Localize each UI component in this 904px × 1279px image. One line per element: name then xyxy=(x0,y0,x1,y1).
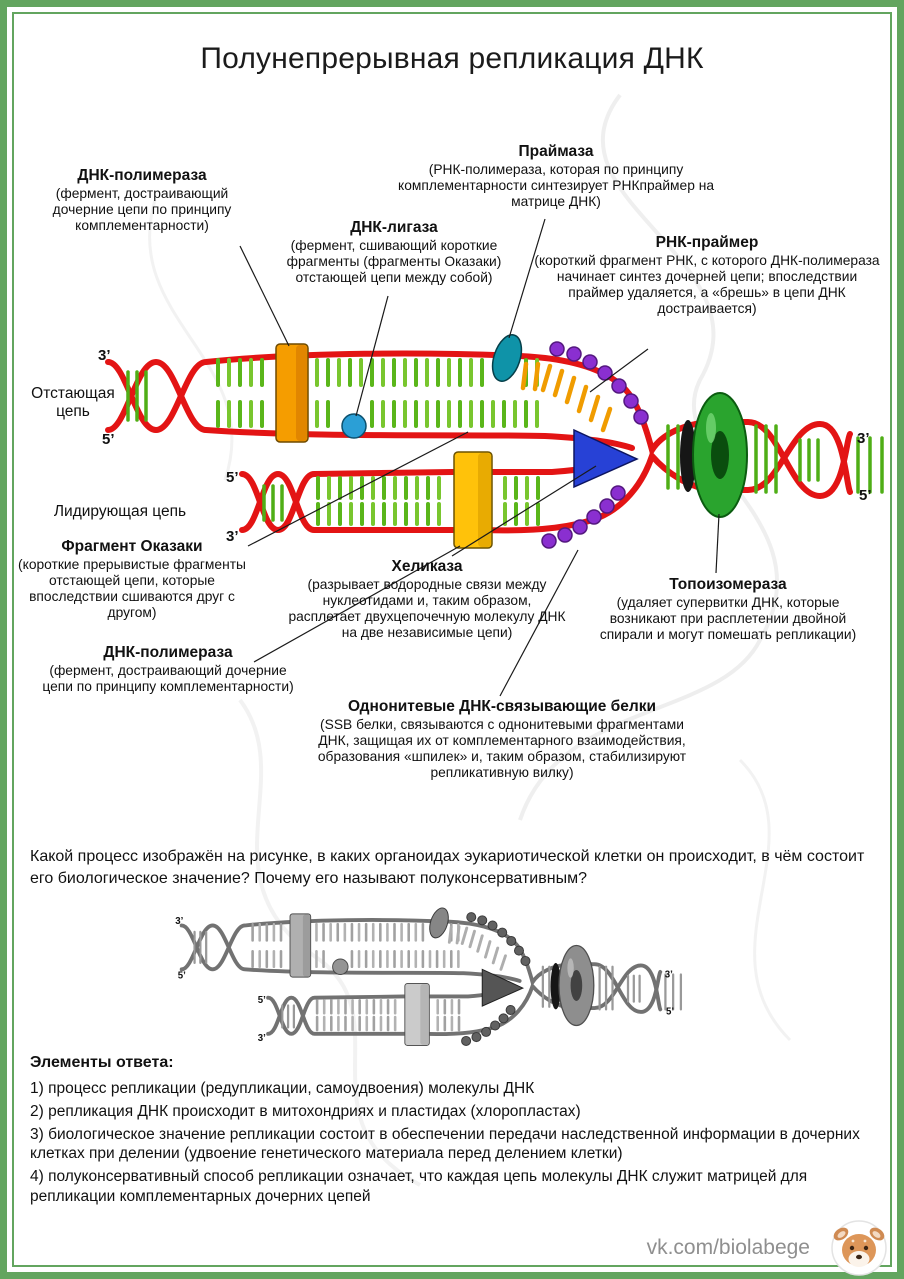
leader-helicase xyxy=(451,465,597,557)
label-dna-polymerase-top: ДНК-полимераза (фермент, достраивающий д… xyxy=(24,167,260,234)
label-okazaki-desc: (короткие прерывистые фрагменты отстающе… xyxy=(18,557,246,621)
label-primase-desc: (РНК-полимераза, которая по принципу ком… xyxy=(398,162,714,210)
strand-end-3-right: 3’ xyxy=(857,430,870,447)
label-okazaki-title: Фрагмент Оказаки xyxy=(61,538,203,555)
leading-template-strand xyxy=(239,420,853,534)
label-helicase-title: Хеликаза xyxy=(391,558,463,575)
watermark-text: vk.com/biolabege xyxy=(646,1236,810,1259)
strand-end-5-right: 5’ xyxy=(859,487,872,504)
ssb-proteins xyxy=(541,341,649,549)
label-dna-ligase-desc: (фермент, сшивающий короткие фрагменты (… xyxy=(286,238,502,286)
dna-ligase-shape xyxy=(341,413,367,439)
strand-end-5-top-left: 5’ xyxy=(102,431,115,448)
label-helicase: Хеликаза (разрывает водородные связи меж… xyxy=(286,558,568,642)
fawn-mascot-icon xyxy=(831,1220,887,1276)
base-pairs-layer xyxy=(126,358,884,526)
label-ssb: Однонитевые ДНК-связывающие белки (SSB б… xyxy=(314,698,690,782)
primase-shape xyxy=(491,334,523,382)
leader-primase xyxy=(508,218,546,339)
label-topoisomerase-title: Топоизомераза xyxy=(669,576,787,593)
label-ssb-desc: (SSB белки, связываются с однонитевыми ф… xyxy=(317,717,687,781)
replication-fork-diagram-grayscale xyxy=(173,903,683,1048)
answer-list: 1) процесс репликации (редупликации, сам… xyxy=(30,1079,880,1210)
label-dna-polymerase-bottom-desc: (фермент, достраивающий дочерние цепи по… xyxy=(42,663,294,695)
topoisomerase-hole xyxy=(711,431,729,479)
label-okazaki-fragment: Фрагмент Оказаки (короткие прерывистые ф… xyxy=(8,538,256,622)
answer-item-3: 3) биологическое значение репликации сос… xyxy=(30,1125,860,1163)
leader-dna-polymerase-top xyxy=(239,245,290,347)
label-topoisomerase-desc: (удаляет супервитки ДНК, которые возника… xyxy=(599,595,857,643)
label-topoisomerase: Топоизомераза (удаляет супервитки ДНК, к… xyxy=(586,576,870,643)
answer-item-2: 2) репликация ДНК происходит в митохондр… xyxy=(30,1102,581,1120)
leader-lines xyxy=(239,218,720,697)
label-leading-strand: Лидирующая цепь xyxy=(53,503,187,520)
lagging-new-strand xyxy=(105,358,635,451)
strand-end-5-bottom-left: 5’ xyxy=(226,469,239,486)
helicase-shape xyxy=(573,428,639,489)
dna-polymerase-top-shade xyxy=(296,345,307,441)
page-title: Полунепрерывная репликация ДНК xyxy=(200,42,704,75)
leader-rna-primer xyxy=(589,348,649,393)
label-rna-primer-desc: (короткий фрагмент РНК, с которого ДНК-п… xyxy=(534,253,880,317)
topoisomerase-highlight xyxy=(706,413,716,443)
label-rna-primer-title: РНК-праймер xyxy=(655,234,759,251)
label-helicase-desc: (разрывает водородные связи между нуклео… xyxy=(288,577,566,641)
strand-end-3-top-left: 3’ xyxy=(98,347,111,364)
lagging-template-strand xyxy=(105,350,853,500)
leader-okazaki xyxy=(247,431,469,547)
answer-item-4: 4) полуконсервативный способ репликации … xyxy=(30,1168,808,1206)
leader-dna-polymerase-bottom xyxy=(253,545,461,663)
leader-topoisomerase xyxy=(715,513,720,574)
label-dna-ligase: ДНК-лигаза (фермент, сшивающий короткие … xyxy=(256,219,532,286)
clamp-ring-shape xyxy=(680,420,696,492)
dna-polymerase-bottom-shade xyxy=(478,453,491,547)
question-text: Какой процесс изображён на рисунке, в ка… xyxy=(30,848,865,888)
label-dna-polymerase-bottom: ДНК-полимераза (фермент, достраивающий д… xyxy=(40,644,296,695)
label-ssb-title: Однонитевые ДНК-связывающие белки xyxy=(348,698,656,715)
answer-item-1: 1) процесс репликации (редупликации, сам… xyxy=(30,1080,535,1097)
leader-dna-ligase xyxy=(355,295,389,417)
label-lagging-strand: Отстающая цепь xyxy=(31,385,115,420)
label-rna-primer: РНК-праймер (короткий фрагмент РНК, с ко… xyxy=(532,234,882,318)
label-dna-polymerase-top-desc: (фермент, достраивающий дочерние цепи по… xyxy=(52,186,232,234)
label-dna-polymerase-top-title: ДНК-полимераза xyxy=(77,167,207,184)
answer-heading: Элементы ответа: xyxy=(30,1054,174,1071)
strand-end-3-bottom-left: 3’ xyxy=(226,528,239,545)
leader-ssb xyxy=(499,549,579,697)
label-primase-title: Праймаза xyxy=(518,143,594,160)
label-dna-ligase-title: ДНК-лигаза xyxy=(350,219,438,236)
rna-primer-ticks xyxy=(520,361,613,433)
label-primase: Праймаза (РНК-полимераза, которая по при… xyxy=(398,143,714,210)
label-dna-polymerase-bottom-title: ДНК-полимераза xyxy=(103,644,233,661)
replication-fork-diagram: 3’ 5’ 5’ 3’ 3’ 5’ xyxy=(98,334,884,549)
